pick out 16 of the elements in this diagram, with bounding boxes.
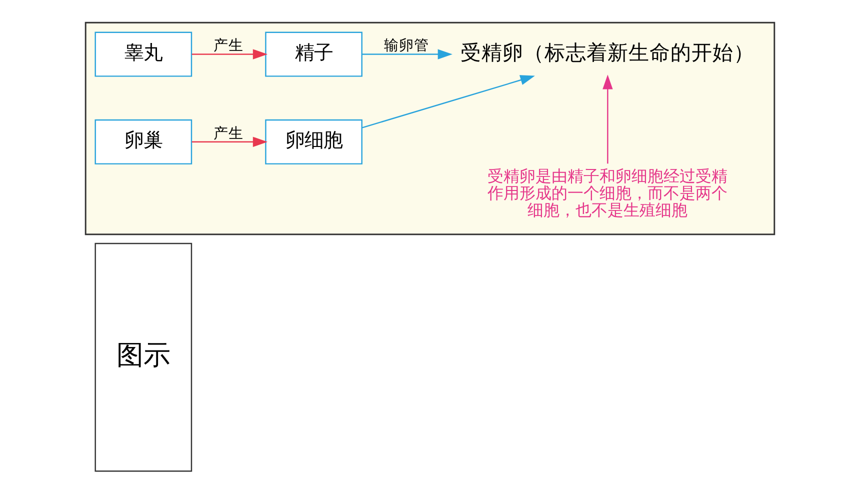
arrow <box>362 49 452 60</box>
node-box: 图示 <box>94 242 192 472</box>
node-text: 受精卵是由精子和卵细胞经过受精作用形成的一个细胞，而不是两个细胞，也不是生殖细胞 <box>488 166 728 220</box>
node-text: 受精卵（标志着新生命的开始） <box>460 40 755 64</box>
edge-label: 产生 <box>214 124 244 142</box>
edge-label: 产生 <box>214 37 244 54</box>
node-box: 卵巢 <box>94 119 192 164</box>
arrow <box>192 136 268 148</box>
arrow <box>362 75 535 128</box>
node-box: 精子 <box>265 32 362 77</box>
arrow <box>602 74 613 164</box>
node-box: 睾丸 <box>94 32 192 77</box>
edge-label: 输卵管 <box>384 37 429 54</box>
node-box: 卵细胞 <box>265 119 362 164</box>
cluster <box>84 22 776 236</box>
arrow <box>192 49 268 60</box>
